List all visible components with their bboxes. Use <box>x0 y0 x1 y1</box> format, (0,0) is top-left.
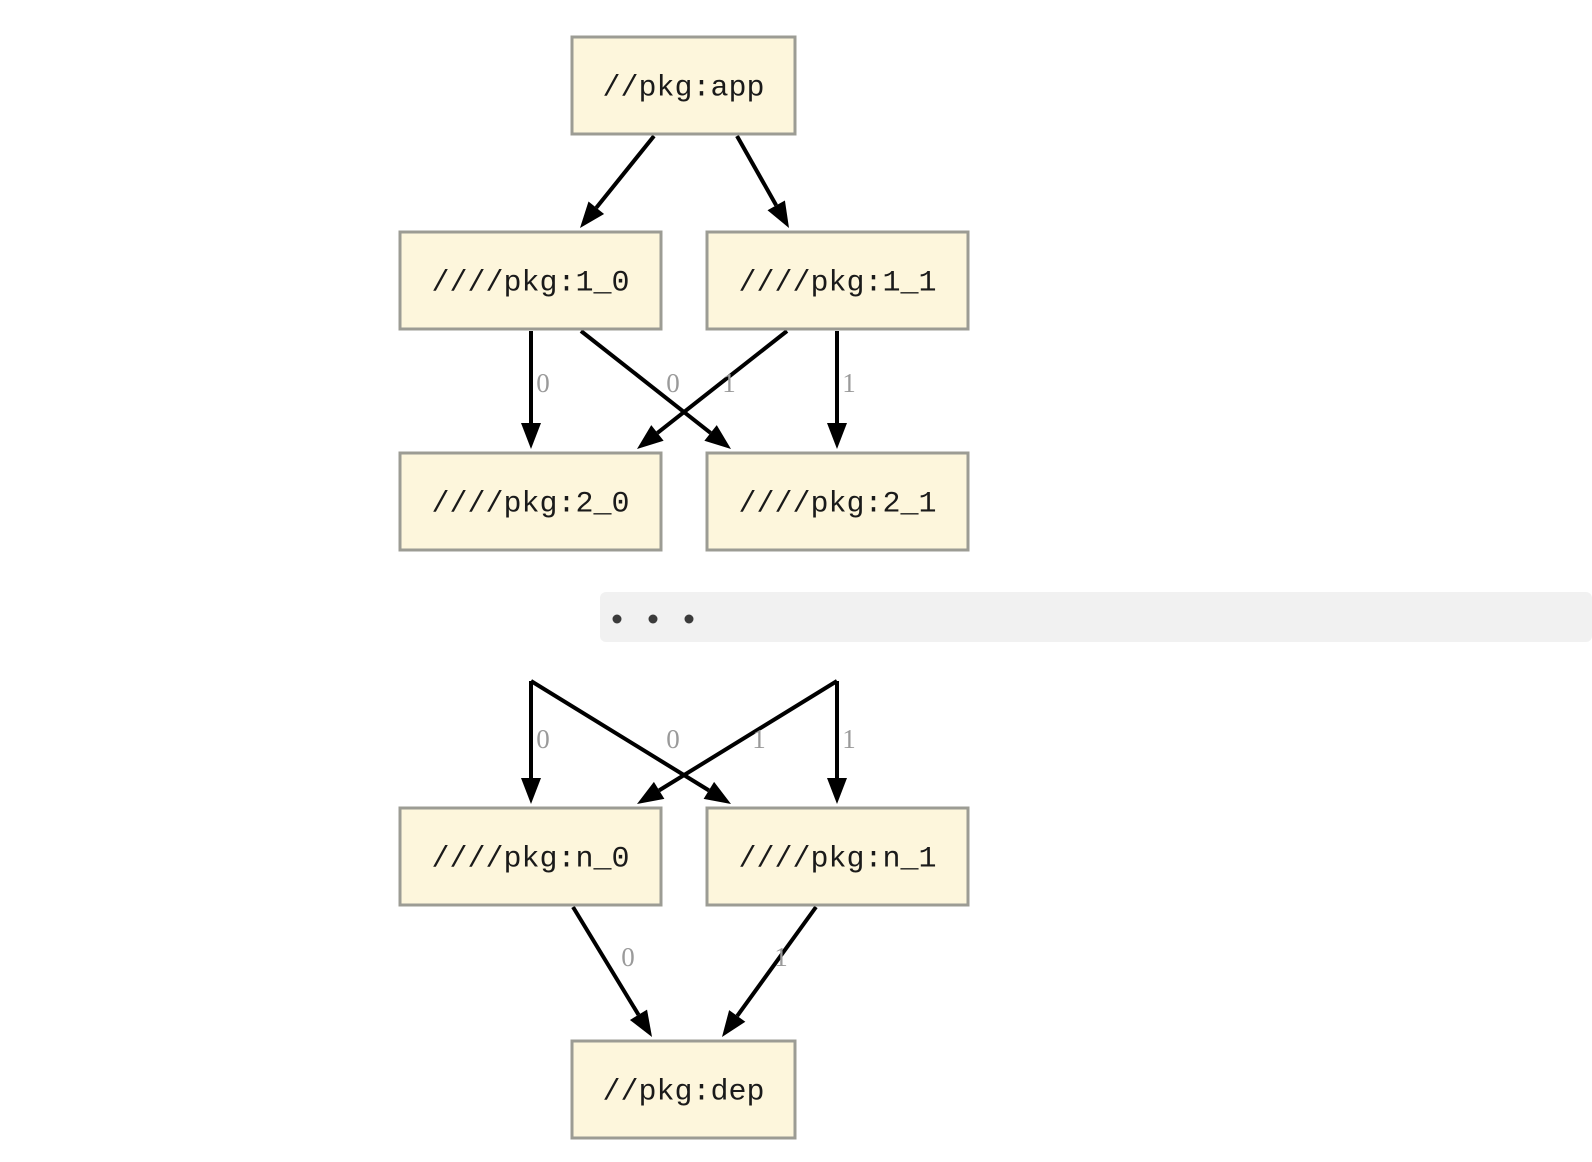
ellipsis-dots <box>612 614 694 624</box>
node-label: ////pkg:1_0 <box>431 266 629 300</box>
node-box[interactable] <box>570 1039 797 1140</box>
edge-line <box>656 329 789 435</box>
edge-label: 0 <box>666 368 680 398</box>
node-label: ////pkg:n_0 <box>431 842 629 876</box>
node-box[interactable] <box>398 806 663 907</box>
edge-line <box>529 679 710 793</box>
graph-node-app[interactable]: //pkg:app <box>570 35 797 136</box>
edge-line <box>658 679 839 793</box>
edge-arrowhead <box>521 778 541 804</box>
edge-label: 0 <box>536 368 550 398</box>
edge-line <box>735 905 818 1018</box>
node-label: ////pkg:1_1 <box>738 266 936 300</box>
node-label: ////pkg:2_0 <box>431 487 629 521</box>
ellipsis-band <box>600 592 1592 642</box>
edge-label: 1 <box>722 368 736 398</box>
node-label: ////pkg:n_1 <box>738 842 936 876</box>
node-box[interactable] <box>398 230 663 331</box>
ellipsis-dot <box>612 614 622 624</box>
edge-label: 0 <box>536 724 550 754</box>
graph-node-n2_0[interactable]: ////pkg:2_0 <box>398 451 663 552</box>
ellipsis-dot <box>684 614 694 624</box>
edge-arrowhead <box>767 200 789 228</box>
edge-arrowhead <box>703 781 731 804</box>
edge-arrowhead <box>827 778 847 804</box>
edge-label: 0 <box>621 942 635 972</box>
graph-node-nn_1[interactable]: ////pkg:n_1 <box>705 806 970 907</box>
ellipsis-separator <box>600 592 1592 642</box>
edges-layer <box>521 134 847 1037</box>
graph-node-n1_0[interactable]: ////pkg:1_0 <box>398 230 663 331</box>
edge-label: 1 <box>752 724 766 754</box>
graph-node-nn_0[interactable]: ////pkg:n_0 <box>398 806 663 907</box>
edge-arrowhead <box>827 423 847 449</box>
node-box[interactable] <box>705 230 970 331</box>
edge-line <box>571 905 641 1016</box>
edge-label: 1 <box>842 368 856 398</box>
edge-line <box>579 329 712 435</box>
nodes-layer: //pkg:app ////pkg:1_0 ////pkg:1_1 ////pkg:2… <box>398 35 970 1140</box>
edge-line <box>735 135 778 207</box>
edge-arrowhead <box>704 425 731 449</box>
edge-label: 1 <box>774 942 788 972</box>
edge-line <box>594 134 656 209</box>
edge-labels-layer: 0 0 1 1 0 0 1 1 0 1 <box>536 368 856 972</box>
edge-label: 1 <box>842 724 856 754</box>
edge-arrowhead <box>637 425 664 449</box>
node-label: //pkg:app <box>602 71 764 105</box>
edge-arrowhead <box>722 1010 746 1037</box>
edge-arrowhead <box>521 423 541 449</box>
graph-node-dep[interactable]: //pkg:dep <box>570 1039 797 1140</box>
node-label: //pkg:dep <box>602 1075 764 1109</box>
ellipsis-dot <box>648 614 658 624</box>
node-box[interactable] <box>398 451 663 552</box>
node-box[interactable] <box>570 35 797 136</box>
edge-label: 0 <box>666 724 680 754</box>
node-box[interactable] <box>705 806 970 907</box>
edge-arrowhead <box>637 781 665 804</box>
edge-arrowhead <box>629 1009 652 1037</box>
node-label: ////pkg:2_1 <box>738 487 936 521</box>
edge-arrowhead <box>580 201 605 228</box>
graph-node-n2_1[interactable]: ////pkg:2_1 <box>705 451 970 552</box>
node-box[interactable] <box>705 451 970 552</box>
graph-node-n1_1[interactable]: ////pkg:1_1 <box>705 230 970 331</box>
